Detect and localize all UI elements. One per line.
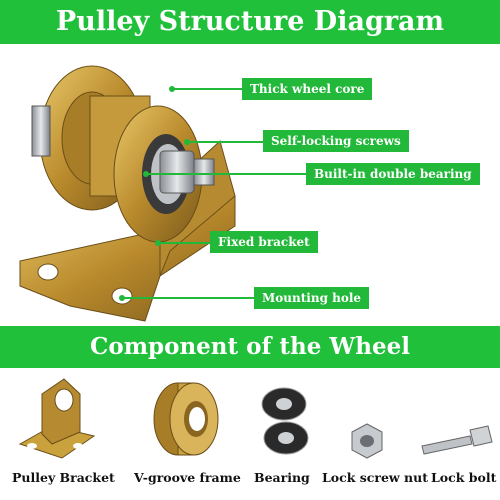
label-v-groove-frame: V-groove frame bbox=[134, 470, 241, 485]
leader-mounting-hole bbox=[122, 297, 254, 299]
callout-fixed-bracket: Fixed bracket bbox=[210, 231, 318, 253]
leader-wheel-core bbox=[172, 88, 242, 90]
label-lock-screw-nut: Lock screw nut bbox=[322, 470, 428, 485]
lock-bolt-image bbox=[421, 425, 493, 455]
leader-bracket bbox=[158, 242, 210, 244]
label-lock-bolt: Lock bolt bbox=[431, 470, 497, 485]
leader-bearing bbox=[146, 173, 306, 175]
pulley-bracket-image bbox=[18, 378, 96, 459]
pulley-assembly-image bbox=[19, 65, 236, 322]
leader-screws bbox=[187, 141, 263, 143]
lock-screw-nut-image bbox=[351, 423, 383, 459]
label-pulley-bracket: Pulley Bracket bbox=[12, 470, 115, 485]
callout-thick-wheel-core: Thick wheel core bbox=[242, 78, 373, 100]
diagram-title: Pulley Structure Diagram bbox=[0, 0, 500, 44]
bearing-image bbox=[261, 387, 309, 455]
section-title: Component of the Wheel bbox=[0, 326, 500, 368]
callout-self-locking-screws: Self-locking screws bbox=[263, 130, 409, 152]
callout-mounting-hole: Mounting hole bbox=[254, 287, 370, 309]
label-bearing: Bearing bbox=[254, 470, 310, 485]
v-groove-frame-image bbox=[153, 382, 219, 456]
callout-built-in-double-bearing: Built-in double bearing bbox=[306, 163, 480, 185]
